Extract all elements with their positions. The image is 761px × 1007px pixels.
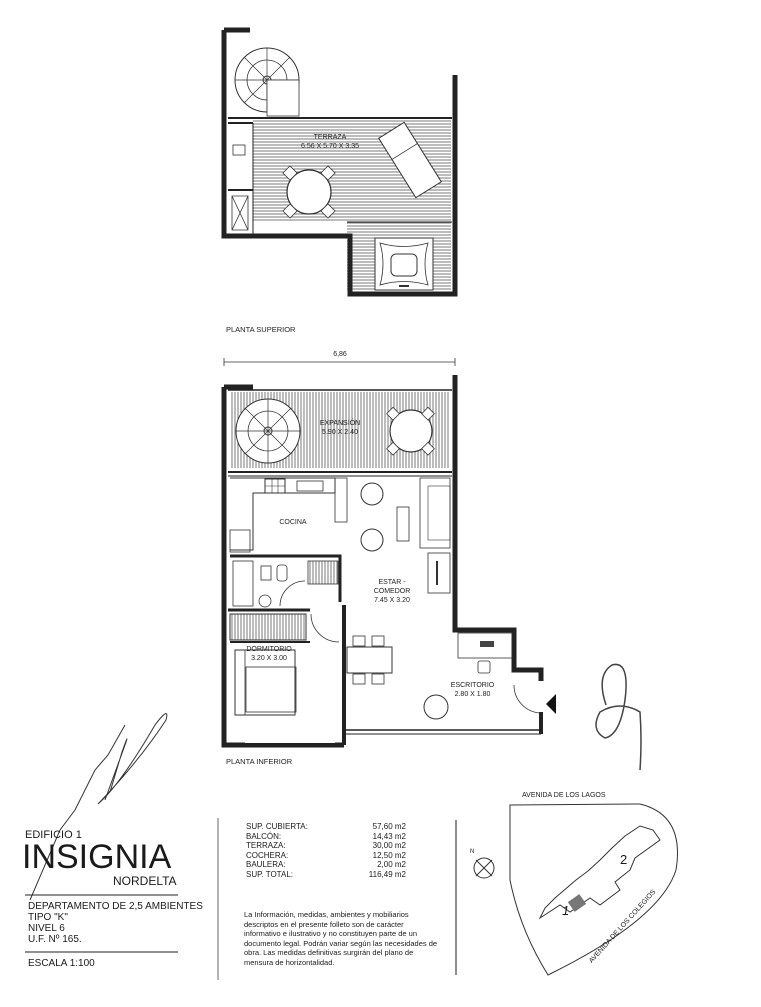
spiral-staircase-icon [235,398,301,464]
dining-table-icon [346,635,393,685]
room-dimensions: 2.80 X 1.80 [454,691,491,698]
lower-floor-caption: PLANTA INFERIOR [226,757,293,766]
round-table-icon [386,406,435,456]
room-label-dormitorio: DORMITORIO 3.20 X 3.00 [234,645,304,663]
surface-value: 116,49 m2 [368,869,406,879]
unit-info: DEPARTAMENTO DE 2,5 AMBIENTES TIPO "K" N… [28,901,203,945]
surface-row: BAULERA: 2,00 m2 [246,860,406,870]
surface-value: 12,50 m2 [372,850,406,860]
room-dimensions: 5.90 X 2.40 [322,429,358,436]
room-name: EXPANSIÓN [319,420,361,427]
unit-level: NIVEL 6 [28,923,65,934]
surface-label: SUP. CUBIERTA: [246,822,308,831]
round-table-icon [282,165,336,219]
signature-right [595,663,642,771]
surface-label: COCHERA: [246,850,289,860]
room-dimensions: 3.20 X 3.00 [251,655,287,662]
overall-width-dimension: 6,86 [333,351,347,358]
building-label: EDIFICIO 1 [25,829,82,841]
surface-value: 14,43 m2 [372,831,406,841]
room-label-cocina: COCINA [279,519,307,526]
lower-floor-plan [221,358,556,748]
upper-floor-plan [221,27,458,297]
surface-value: 57,60 m2 [372,822,406,831]
surface-row: TERRAZA: 30,00 m2 [246,841,406,851]
surface-row: SUP. TOTAL: 116,49 m2 [246,870,406,880]
jacuzzi-icon [374,237,434,291]
surface-value: 30,00 m2 [372,841,406,850]
surface-label: TERRAZA: [246,841,286,850]
disclaimer-text: La Información, medidas, ambientes y mob… [244,910,438,967]
building-number-1: 1 [562,903,570,918]
unit-type: DEPARTAMENTO DE 2,5 AMBIENTES [28,901,203,912]
surface-row: BALCÓN: 14,43 m2 [246,832,406,842]
spiral-staircase-icon [234,47,300,117]
surface-value: 2,00 m2 [377,860,406,869]
bed-icon [234,649,297,716]
signature-left [29,713,168,901]
brand-logo: INSIGNIA [22,838,172,876]
surface-row: SUP. CUBIERTA: 57,60 m2 [246,822,406,832]
room-label-expansion: EXPANSIÓN 5.90 X 2.40 [305,419,375,437]
sun-lounger-icon [378,121,442,199]
location-label: NORDELTA [113,874,177,888]
room-name: DORMITORIO [246,646,292,653]
room-label-estar-comedor: ESTAR - COMEDOR 7.45 X 3.20 [362,578,422,605]
room-dimensions: 6.56 X 5.70 X 3.35 [301,143,359,150]
room-name-line2: COMEDOR [373,588,411,595]
scale-label: ESCALA 1:100 [28,958,95,969]
surface-label: BALCÓN: [246,831,282,841]
site-plan [473,803,678,976]
surface-row: COCHERA: 12,50 m2 [246,851,406,861]
surface-label: BAULERA: [246,860,286,869]
unit-tipo: TIPO "K" [28,912,68,923]
room-name: TERRAZA [313,134,347,141]
unit-uf-number: U.F. Nº 165. [28,934,82,945]
building-outline [538,825,661,920]
entrance-arrow-icon [546,694,556,714]
surfaces-table: SUP. CUBIERTA: 57,60 m2 BALCÓN: 14,43 m2 T… [246,822,406,879]
street-label-top: AVENIDA DE LOS LAGOS [522,792,606,799]
surface-label: SUP. TOTAL: [246,869,293,879]
room-label-escritorio: ESCRITORIO 2.80 X 1.80 [440,681,505,699]
upper-floor-caption: PLANTA SUPERIOR [226,325,296,334]
room-dimensions: 7.45 X 3.20 [374,597,410,604]
north-compass-icon [473,857,495,879]
north-label: N [470,849,475,855]
room-label-terraza: TERRAZA 6.56 X 5.70 X 3.35 [290,133,370,151]
building-number-2: 2 [620,852,628,867]
room-name: ESCRITORIO [450,682,495,689]
room-name: ESTAR - [378,579,406,586]
